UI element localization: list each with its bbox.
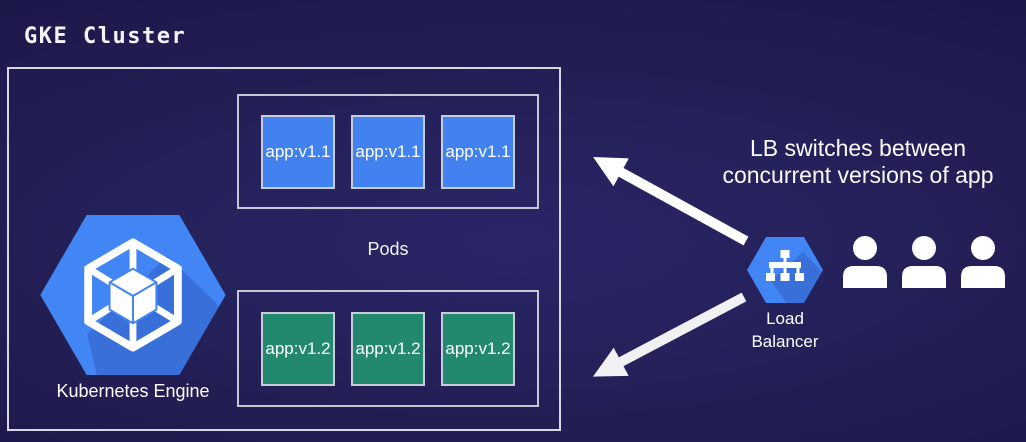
pod-app-v1-2: app:v1.2 xyxy=(351,311,425,386)
pod-app-v1-2: app:v1.2 xyxy=(441,311,515,386)
load-balancer-label-line2: Balancer xyxy=(751,332,819,351)
users-group xyxy=(842,236,1006,288)
kubernetes-engine: Kubernetes Engine xyxy=(31,215,235,402)
arrow-to-v1-2 xyxy=(592,292,747,377)
kubernetes-engine-icon xyxy=(40,215,226,375)
pod-app-v1-1: app:v1.1 xyxy=(261,114,335,189)
load-balancer: Load Balancer xyxy=(747,237,823,351)
pod-app-v1-1: app:v1.1 xyxy=(351,114,425,189)
user-icon xyxy=(961,236,1005,288)
load-balancer-label-line1: Load xyxy=(766,309,804,328)
diagram-title: GKE Cluster xyxy=(24,24,187,49)
kubernetes-engine-label: Kubernetes Engine xyxy=(56,381,210,401)
pod-app-v1-1: app:v1.1 xyxy=(441,114,515,189)
user-icon xyxy=(843,236,887,288)
pod-group-v1-1: app:v1.1 app:v1.1 app:v1.1 xyxy=(237,94,539,209)
lb-annotation: LB switches between concurrent versions … xyxy=(690,135,1026,189)
load-balancer-label: Load Balancer xyxy=(733,307,837,353)
pod-group-v1-2: app:v1.2 app:v1.2 app:v1.2 xyxy=(237,290,539,407)
load-balancer-icon xyxy=(747,237,823,303)
lb-annotation-line1: LB switches between xyxy=(749,135,967,161)
pods-label: Pods xyxy=(367,239,409,259)
pod-app-v1-2: app:v1.2 xyxy=(261,311,335,386)
user-icon xyxy=(902,236,946,288)
gke-cluster-box: Kubernetes Engine xyxy=(7,67,561,431)
lb-annotation-line2: concurrent versions of app xyxy=(722,162,994,188)
